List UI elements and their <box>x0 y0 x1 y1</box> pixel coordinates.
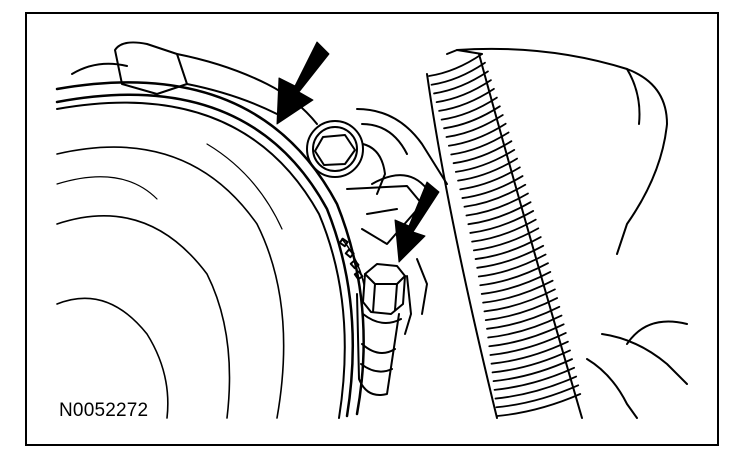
duct-left-edge <box>426 73 498 419</box>
duct-ridge <box>477 253 547 278</box>
duct-ridge <box>428 53 483 77</box>
duct-ridge <box>491 349 571 374</box>
duct-ridge <box>487 314 563 339</box>
air-intake-hose <box>55 81 365 419</box>
engine-housing <box>456 47 688 419</box>
duct-ridge <box>474 236 542 260</box>
duct-ridge <box>484 297 559 322</box>
duct-ridge <box>488 323 565 348</box>
duct-ridge <box>443 105 501 130</box>
duct-ridge <box>469 210 535 234</box>
duct-ridge <box>450 131 510 156</box>
duct-ridge <box>452 140 513 165</box>
arrow-clamp-band <box>276 41 330 125</box>
duct-ridge <box>479 262 549 287</box>
housing-bolt <box>306 120 386 195</box>
clamp-screw <box>356 263 412 396</box>
duct-ridge <box>459 166 521 191</box>
duct-ridge <box>440 96 498 121</box>
duct-ridge <box>495 384 580 409</box>
duct-ridge <box>447 122 507 147</box>
duct-ridge <box>492 358 573 383</box>
duct-ridge <box>471 218 537 243</box>
duct-ridge <box>494 375 578 400</box>
duct-ridge <box>493 366 576 391</box>
illustration-frame: N0052272 <box>25 12 719 446</box>
duct-ridge <box>480 271 552 295</box>
duct-ridge <box>465 192 529 217</box>
upper-bracket <box>71 41 318 125</box>
duct-ridge <box>433 70 489 95</box>
duct-ridge <box>496 393 582 417</box>
duct-ridge <box>454 148 516 173</box>
duct-ridge <box>445 114 504 138</box>
duct-ridge <box>467 201 532 226</box>
figure-id-label: N0052272 <box>59 400 149 421</box>
duct-ridge <box>430 61 486 86</box>
duct-ridge <box>476 244 545 269</box>
duct-ridge <box>489 332 567 356</box>
duct-ridge <box>472 227 540 252</box>
duct-ridge <box>482 279 554 304</box>
arrow-clamp-screw <box>394 181 440 263</box>
duct-ridge <box>463 183 527 208</box>
duct-ridge <box>483 288 556 313</box>
duct-ridge <box>490 340 569 365</box>
duct-ridge <box>435 79 492 104</box>
corrugated-duct <box>426 53 583 419</box>
duct-ridge <box>457 157 518 182</box>
technical-illustration <box>55 41 688 419</box>
duct-ridge <box>486 305 561 330</box>
duct-ridge <box>461 175 524 199</box>
duct-ridge <box>438 87 495 112</box>
